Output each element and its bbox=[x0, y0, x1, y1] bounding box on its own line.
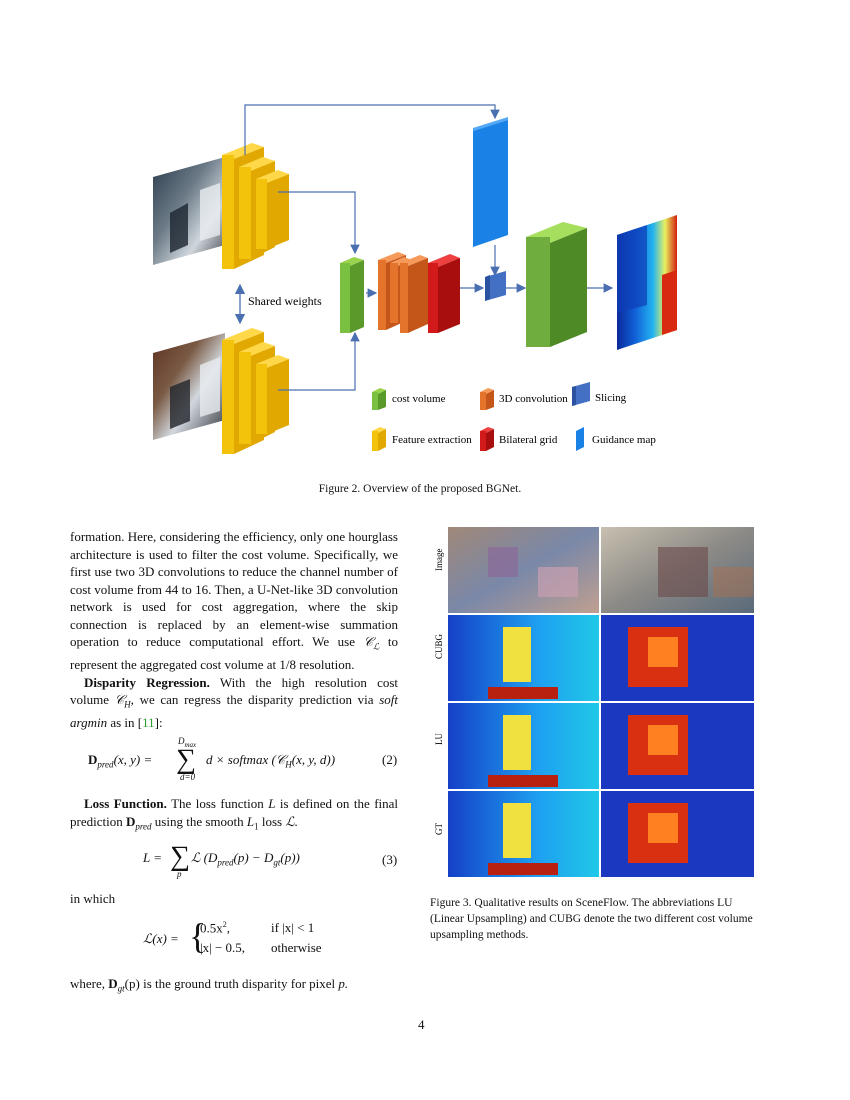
svg-text:CUBG: CUBG bbox=[434, 633, 444, 659]
bilateral-grid-block bbox=[428, 254, 460, 333]
image-row bbox=[448, 527, 754, 613]
figure-3-grid: Image CUBG LU GT bbox=[428, 527, 758, 877]
row-labels: Image CUBG LU GT bbox=[434, 549, 444, 836]
svg-text:GT: GT bbox=[434, 823, 444, 835]
in-which-text: in which bbox=[70, 891, 116, 906]
figure-2-diagram: Shared weights bbox=[150, 95, 690, 465]
top-skip-connector bbox=[244, 104, 500, 155]
output-disparity-map bbox=[617, 215, 677, 350]
svg-text:Feature extraction: Feature extraction bbox=[392, 434, 472, 446]
slicing-block bbox=[485, 271, 506, 301]
equation-2: Dpred(x, y) = Dmax ∑ d=0 d × softmax (𝒞H… bbox=[88, 736, 336, 782]
svg-text:Bilateral grid: Bilateral grid bbox=[499, 434, 558, 446]
paragraph-disparity-regression: Disparity Regression. With the high reso… bbox=[70, 674, 399, 731]
svg-text:Image: Image bbox=[434, 549, 444, 572]
svg-text:3D convolution: 3D convolution bbox=[499, 393, 568, 405]
feature-extraction-bottom bbox=[222, 328, 289, 454]
right-input-image bbox=[153, 333, 225, 440]
paragraph-loss-function: Loss Function. The loss function L is de… bbox=[70, 796, 399, 832]
paragraph-cost-volume: formation. Here, considering the efficie… bbox=[70, 529, 398, 673]
lu-row bbox=[448, 703, 754, 789]
left-input-image bbox=[153, 157, 225, 265]
equation-3-number: (3) bbox=[382, 852, 398, 867]
gt-row bbox=[448, 791, 754, 877]
conv3d-blocks bbox=[378, 252, 428, 333]
svg-text:LU: LU bbox=[434, 733, 444, 745]
svg-text:Slicing: Slicing bbox=[595, 392, 627, 404]
where-text: where, Dgt(p) is the ground truth dispar… bbox=[70, 976, 349, 994]
refinement-block bbox=[526, 222, 587, 347]
legend: cost volume 3D convolution Slicing Featu… bbox=[372, 382, 656, 451]
figure-2-caption: Figure 2. Overview of the proposed BGNet… bbox=[318, 483, 522, 495]
svg-text:cost volume: cost volume bbox=[392, 393, 446, 405]
equation-2-number: (2) bbox=[382, 752, 398, 767]
feature-extraction-top bbox=[222, 143, 289, 269]
cost-volume-block bbox=[340, 257, 364, 333]
figure-3-caption: Figure 3. Qualitative results on SceneFl… bbox=[430, 897, 753, 941]
page-number: 4 bbox=[418, 1017, 425, 1032]
svg-text:Guidance map: Guidance map bbox=[592, 434, 656, 446]
shared-weights-label: Shared weights bbox=[248, 294, 322, 308]
equation-3: L = ∑ p ℒ (Dpred(p) − Dgt(p)) bbox=[143, 841, 300, 879]
citation-link[interactable]: 11 bbox=[142, 715, 155, 731]
equation-4: ℒ(x) = { 0.5x2, if |x| < 1 |x| − 0.5, ot… bbox=[143, 916, 322, 956]
left-column: formation. Here, considering the efficie… bbox=[70, 528, 398, 732]
guidance-map-block bbox=[473, 117, 508, 247]
cubg-row bbox=[448, 615, 754, 701]
